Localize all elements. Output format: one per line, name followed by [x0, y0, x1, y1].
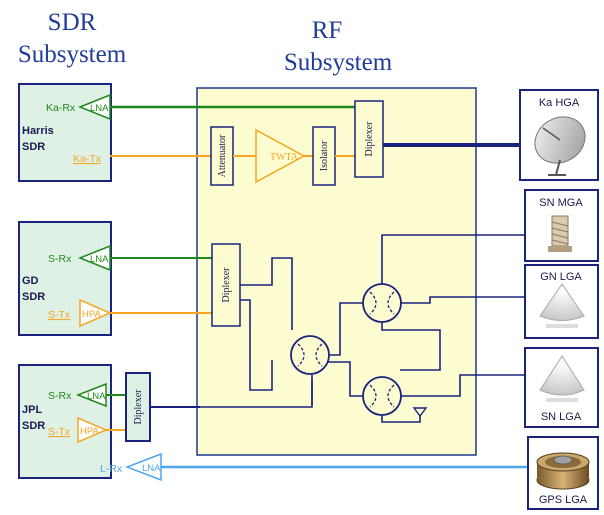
jpl-hpa-amplifier-icon — [77, 416, 108, 444]
gd-lna-label: LNA — [90, 254, 109, 265]
diplexer-mid-label: Diplexer — [221, 267, 232, 303]
rf-heading-line2: Subsystem — [284, 49, 393, 76]
sn-lga-label: SN LGA — [541, 411, 582, 423]
harris-lna-label: LNA — [90, 103, 109, 114]
twta-amplifier-icon — [255, 128, 306, 184]
gd-hpa-amplifier-icon — [79, 298, 112, 328]
jpl-s-tx-label: S-Tx — [48, 426, 71, 438]
cone-antenna-icon — [539, 283, 585, 328]
jpl-sdr-name-line2: SDR — [22, 420, 45, 432]
harris-ka-rx-label: Ka-Rx — [46, 102, 76, 114]
jpl-l-rx-label: L-Rx — [100, 463, 123, 475]
rf-heading-line1: RF — [312, 17, 343, 44]
jpl-l-lna-label: LNA — [142, 463, 161, 474]
sdr-heading-line2: Subsystem — [18, 41, 127, 68]
sn-mga-label: SN MGA — [539, 197, 583, 209]
gn-lga-label: GN LGA — [540, 271, 582, 283]
gps-lga-label: GPS LGA — [539, 494, 588, 506]
jpl-sdr-name-line1: JPL — [22, 404, 42, 416]
twta-label: TWTA — [270, 152, 299, 163]
rf-subsystem-panel — [196, 87, 477, 456]
switch-circle-icon — [362, 376, 402, 416]
jpl-hpa-label: HPA — [80, 426, 99, 437]
jpl-s-rx-label: S-Rx — [48, 390, 72, 402]
isolator-label: Isolator — [319, 140, 330, 171]
harris-ka-tx-label: Ka-Tx — [73, 153, 102, 165]
jpl-diplexer-box — [125, 372, 151, 442]
jpl-lna-label: LNA — [87, 391, 106, 402]
attenuator-label: Attenuator — [217, 134, 228, 177]
jpl-sdr-box — [18, 364, 112, 479]
gd-sdr-name-line1: GD — [22, 275, 39, 287]
dish-antenna-icon — [534, 116, 586, 176]
rf-switch-network — [200, 234, 525, 423]
gps-patch-antenna-icon — [536, 452, 590, 490]
gd-s-rx-label: S-Rx — [48, 253, 72, 265]
helix-antenna-icon — [548, 215, 572, 252]
diplexer-top-box — [354, 100, 384, 178]
diplexer-top-label: Diplexer — [364, 121, 375, 157]
termination-icon — [412, 407, 428, 418]
switch-circle-icon — [362, 283, 402, 323]
diplexer-mid-box — [211, 243, 241, 327]
jpl-diplexer-label: Diplexer — [133, 389, 144, 425]
harris-sdr-name-line2: SDR — [22, 141, 45, 153]
gd-s-tx-label: S-Tx — [48, 309, 71, 321]
gd-sdr-name-line2: SDR — [22, 291, 45, 303]
harris-sdr-name-line1: Harris — [22, 125, 54, 137]
gd-hpa-label: HPA — [82, 309, 101, 320]
switch-circle-icon — [290, 335, 330, 375]
sdr-heading-line1: SDR — [48, 9, 97, 36]
ka-hga-label: Ka HGA — [539, 97, 580, 109]
cone-antenna-icon — [539, 355, 585, 402]
